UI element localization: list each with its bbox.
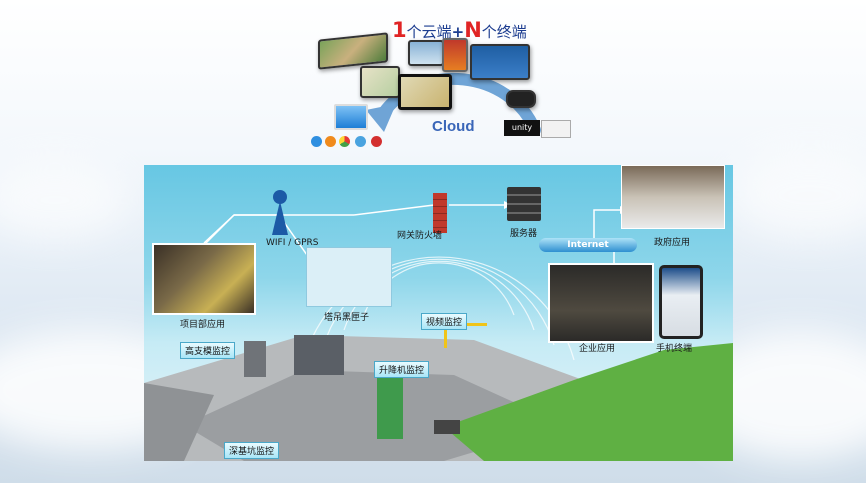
title-terminal-text: 个终端 xyxy=(481,23,527,41)
wifi-label: WIFI / GPRS xyxy=(266,238,319,248)
enterprise-app-label: 企业应用 xyxy=(579,344,616,354)
unity-logo: unity xyxy=(504,120,540,136)
title-number-one: 1 xyxy=(392,18,407,42)
title-plus: + xyxy=(451,23,465,41)
truck-icon xyxy=(434,420,460,434)
system-diagram: WIFI / GPRS 网关防火墙 服务器 Internet 政府应用 项目部应… xyxy=(144,165,733,461)
title-cloud-text: 个云端 xyxy=(406,23,452,41)
lift-monitor-tag: 升降机监控 xyxy=(374,361,430,378)
black-box-diagram xyxy=(306,247,392,307)
wifi-tower-icon xyxy=(272,190,288,235)
header-title: 1个云端+N个终端 xyxy=(392,18,527,42)
elevator-building xyxy=(377,377,403,439)
safari-browser-icon xyxy=(355,136,366,147)
monitor-thumbnail xyxy=(408,40,444,66)
building-block xyxy=(244,341,266,377)
ie-browser-icon xyxy=(311,136,322,147)
server-icon xyxy=(507,187,541,221)
firewall-label: 网关防火墙 xyxy=(397,231,443,241)
chrome-browser-icon xyxy=(339,136,350,147)
mobile-phone-icon xyxy=(659,265,703,339)
server-label: 服务器 xyxy=(510,229,538,239)
government-control-room-image xyxy=(621,165,725,229)
engine-logo xyxy=(541,120,571,138)
tablet-map-thumbnail xyxy=(360,66,400,98)
mobile-terminal-label: 手机终端 xyxy=(656,344,693,354)
kiosk-thumbnail xyxy=(442,38,468,72)
desktop-computer-icon xyxy=(334,104,368,130)
government-app-label: 政府应用 xyxy=(654,238,691,248)
high-formwork-monitor-tag: 高支模监控 xyxy=(180,342,236,359)
unity-label: unity xyxy=(511,123,533,132)
dashboard-screen-thumbnail xyxy=(470,44,530,80)
black-box-label: 塔吊黑匣子 xyxy=(324,313,370,323)
pit-monitor-tag: 深基坑监控 xyxy=(224,442,280,459)
laptop-thumbnail xyxy=(398,74,452,110)
firefox-browser-icon xyxy=(325,136,336,147)
opera-browser-icon xyxy=(371,136,382,147)
title-number-n: N xyxy=(464,18,482,42)
formwork-structure xyxy=(294,335,344,375)
cloud-label: Cloud xyxy=(432,118,475,135)
enterprise-monitor-wall-image xyxy=(548,263,654,343)
project-app-label: 项目部应用 xyxy=(180,320,226,330)
video-monitor-tag: 视频监控 xyxy=(421,313,468,330)
internet-bar: Internet xyxy=(539,238,637,252)
vr-headset-icon xyxy=(506,90,536,108)
firewall-icon xyxy=(433,193,447,233)
project-team-photo xyxy=(152,243,256,315)
